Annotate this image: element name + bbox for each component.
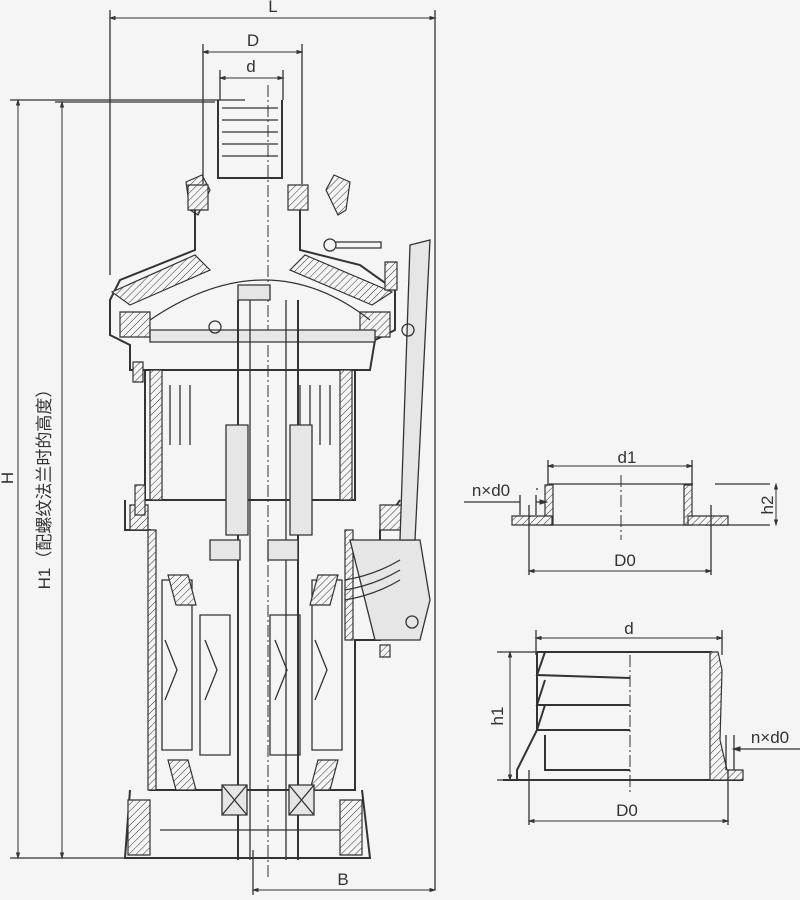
dim-label-d1: d1 xyxy=(618,448,637,467)
dim-label-n-d0: n×d0 xyxy=(751,728,789,747)
dim-label-B: B xyxy=(337,870,348,889)
pump-section-view xyxy=(109,85,431,880)
dim-label-H1: H1（配螺纹法兰时的高度） xyxy=(35,381,54,590)
stator-windings xyxy=(161,579,343,756)
dim-label-h1: h1 xyxy=(488,707,507,726)
cable-box xyxy=(349,539,431,641)
flange-detail: d1 n×d0 h2 D0 xyxy=(464,448,779,575)
threaded-flange-detail: d h1 n×d0 D0 xyxy=(488,619,800,825)
dim-label-D0: D0 xyxy=(614,551,636,570)
dim-label-H: H xyxy=(0,472,17,484)
dim-label-D: D xyxy=(247,31,259,50)
dim-label-d: d xyxy=(624,619,633,638)
dim-label-D0: D0 xyxy=(616,801,638,820)
dim-label-L: L xyxy=(268,0,277,16)
cable-handle xyxy=(399,239,431,541)
dim-label-n-d0: n×d0 xyxy=(472,481,510,500)
outlet-pipe xyxy=(217,100,283,179)
main-dimensions: L D d H H1（配螺纹法兰时的高度） B xyxy=(0,0,437,895)
valve-knob xyxy=(323,238,337,252)
dim-label-d: d xyxy=(246,57,255,76)
dim-label-h2: h2 xyxy=(758,496,777,515)
